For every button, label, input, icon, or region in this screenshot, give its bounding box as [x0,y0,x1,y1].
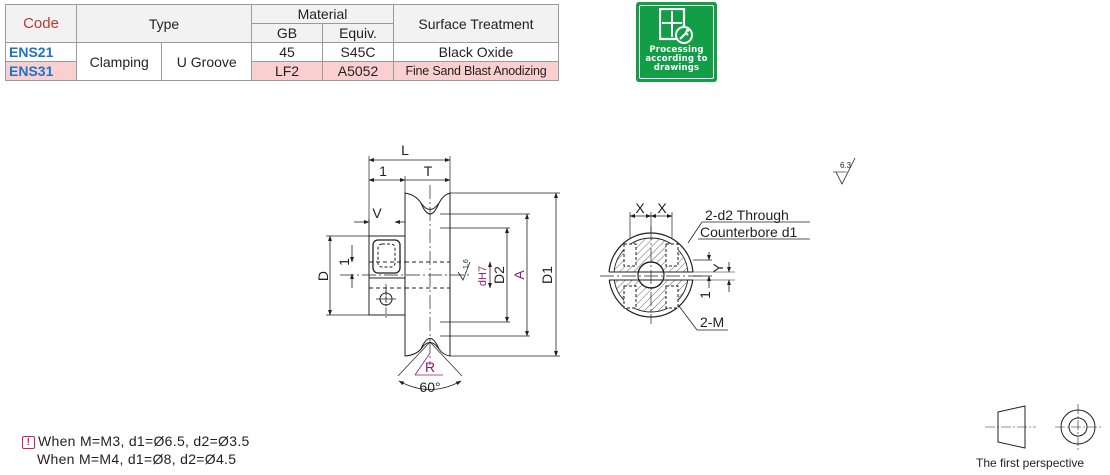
badge-line: drawings [653,63,700,73]
dim-angle: 60° [419,379,440,395]
header-equiv: Equiv. [322,23,394,43]
roughness-bore: 1.6 [463,259,470,269]
warning-icon: ! [22,436,35,449]
type-clamping: Clamping [75,42,163,81]
pulley-side-view [340,185,470,365]
note-text: When M=M3, d1=Ø6.5, d2=Ø3.5 [38,433,250,449]
dim-D2: D2 [491,266,507,284]
row-surface: Fine Sand Blast Anodizing [393,61,559,81]
badge-line: according to [645,54,708,64]
header-surface-treatment: Surface Treatment [393,4,559,43]
dim-T: T [424,163,433,179]
dim-D: D [315,271,331,281]
dim-V: V [372,205,382,221]
dim-A: A [511,270,527,280]
dim-L: L [401,142,409,158]
perspective-label: The first perspective [976,456,1085,470]
row-gb: LF2 [251,61,323,81]
dim-M: 2-M [700,314,724,330]
first-angle-projection-icon [985,404,1101,450]
callout-through: 2-d2 Through [705,207,789,223]
notes: !When M=M3, d1=Ø6.5, d2=Ø3.5 When M=M4, … [22,432,250,468]
badge-line: Processing [649,45,704,55]
dim-1-side: 1 [336,258,352,266]
dim-R: R [425,359,435,375]
note-line-2: When M=M4, d1=Ø8, d2=Ø4.5 [37,451,237,467]
processing-badge: Processing according to drawings [636,2,717,82]
dim-X-left: X [635,200,645,216]
note-line-1: !When M=M3, d1=Ø6.5, d2=Ø3.5 [22,432,250,450]
row-equiv: A5052 [322,61,394,81]
drawing-document-icon [659,8,693,44]
row-equiv: S45C [322,42,394,62]
roughness-main: 6.3 [840,161,852,170]
dim-Y: Y [710,263,726,273]
dim-1-top: 1 [379,163,387,179]
header-code: Code [5,4,77,43]
dim-X-right: X [657,200,667,216]
header-material: Material [251,4,394,24]
dim-1-right: 1 [697,291,713,299]
row-code: ENS31 [5,61,77,81]
row-surface: Black Oxide [393,42,559,62]
row-gb: 45 [251,42,323,62]
callout-counterbore: Counterbore d1 [700,224,798,240]
dim-D1: D1 [539,266,555,284]
header-gb: GB [251,23,323,43]
spec-table: Code Type Material Surface Treatment GB … [5,4,559,81]
dim-dh7: dH7 [477,266,489,286]
type-u-groove: U Groove [161,42,252,81]
pulley-front-view [600,226,702,324]
